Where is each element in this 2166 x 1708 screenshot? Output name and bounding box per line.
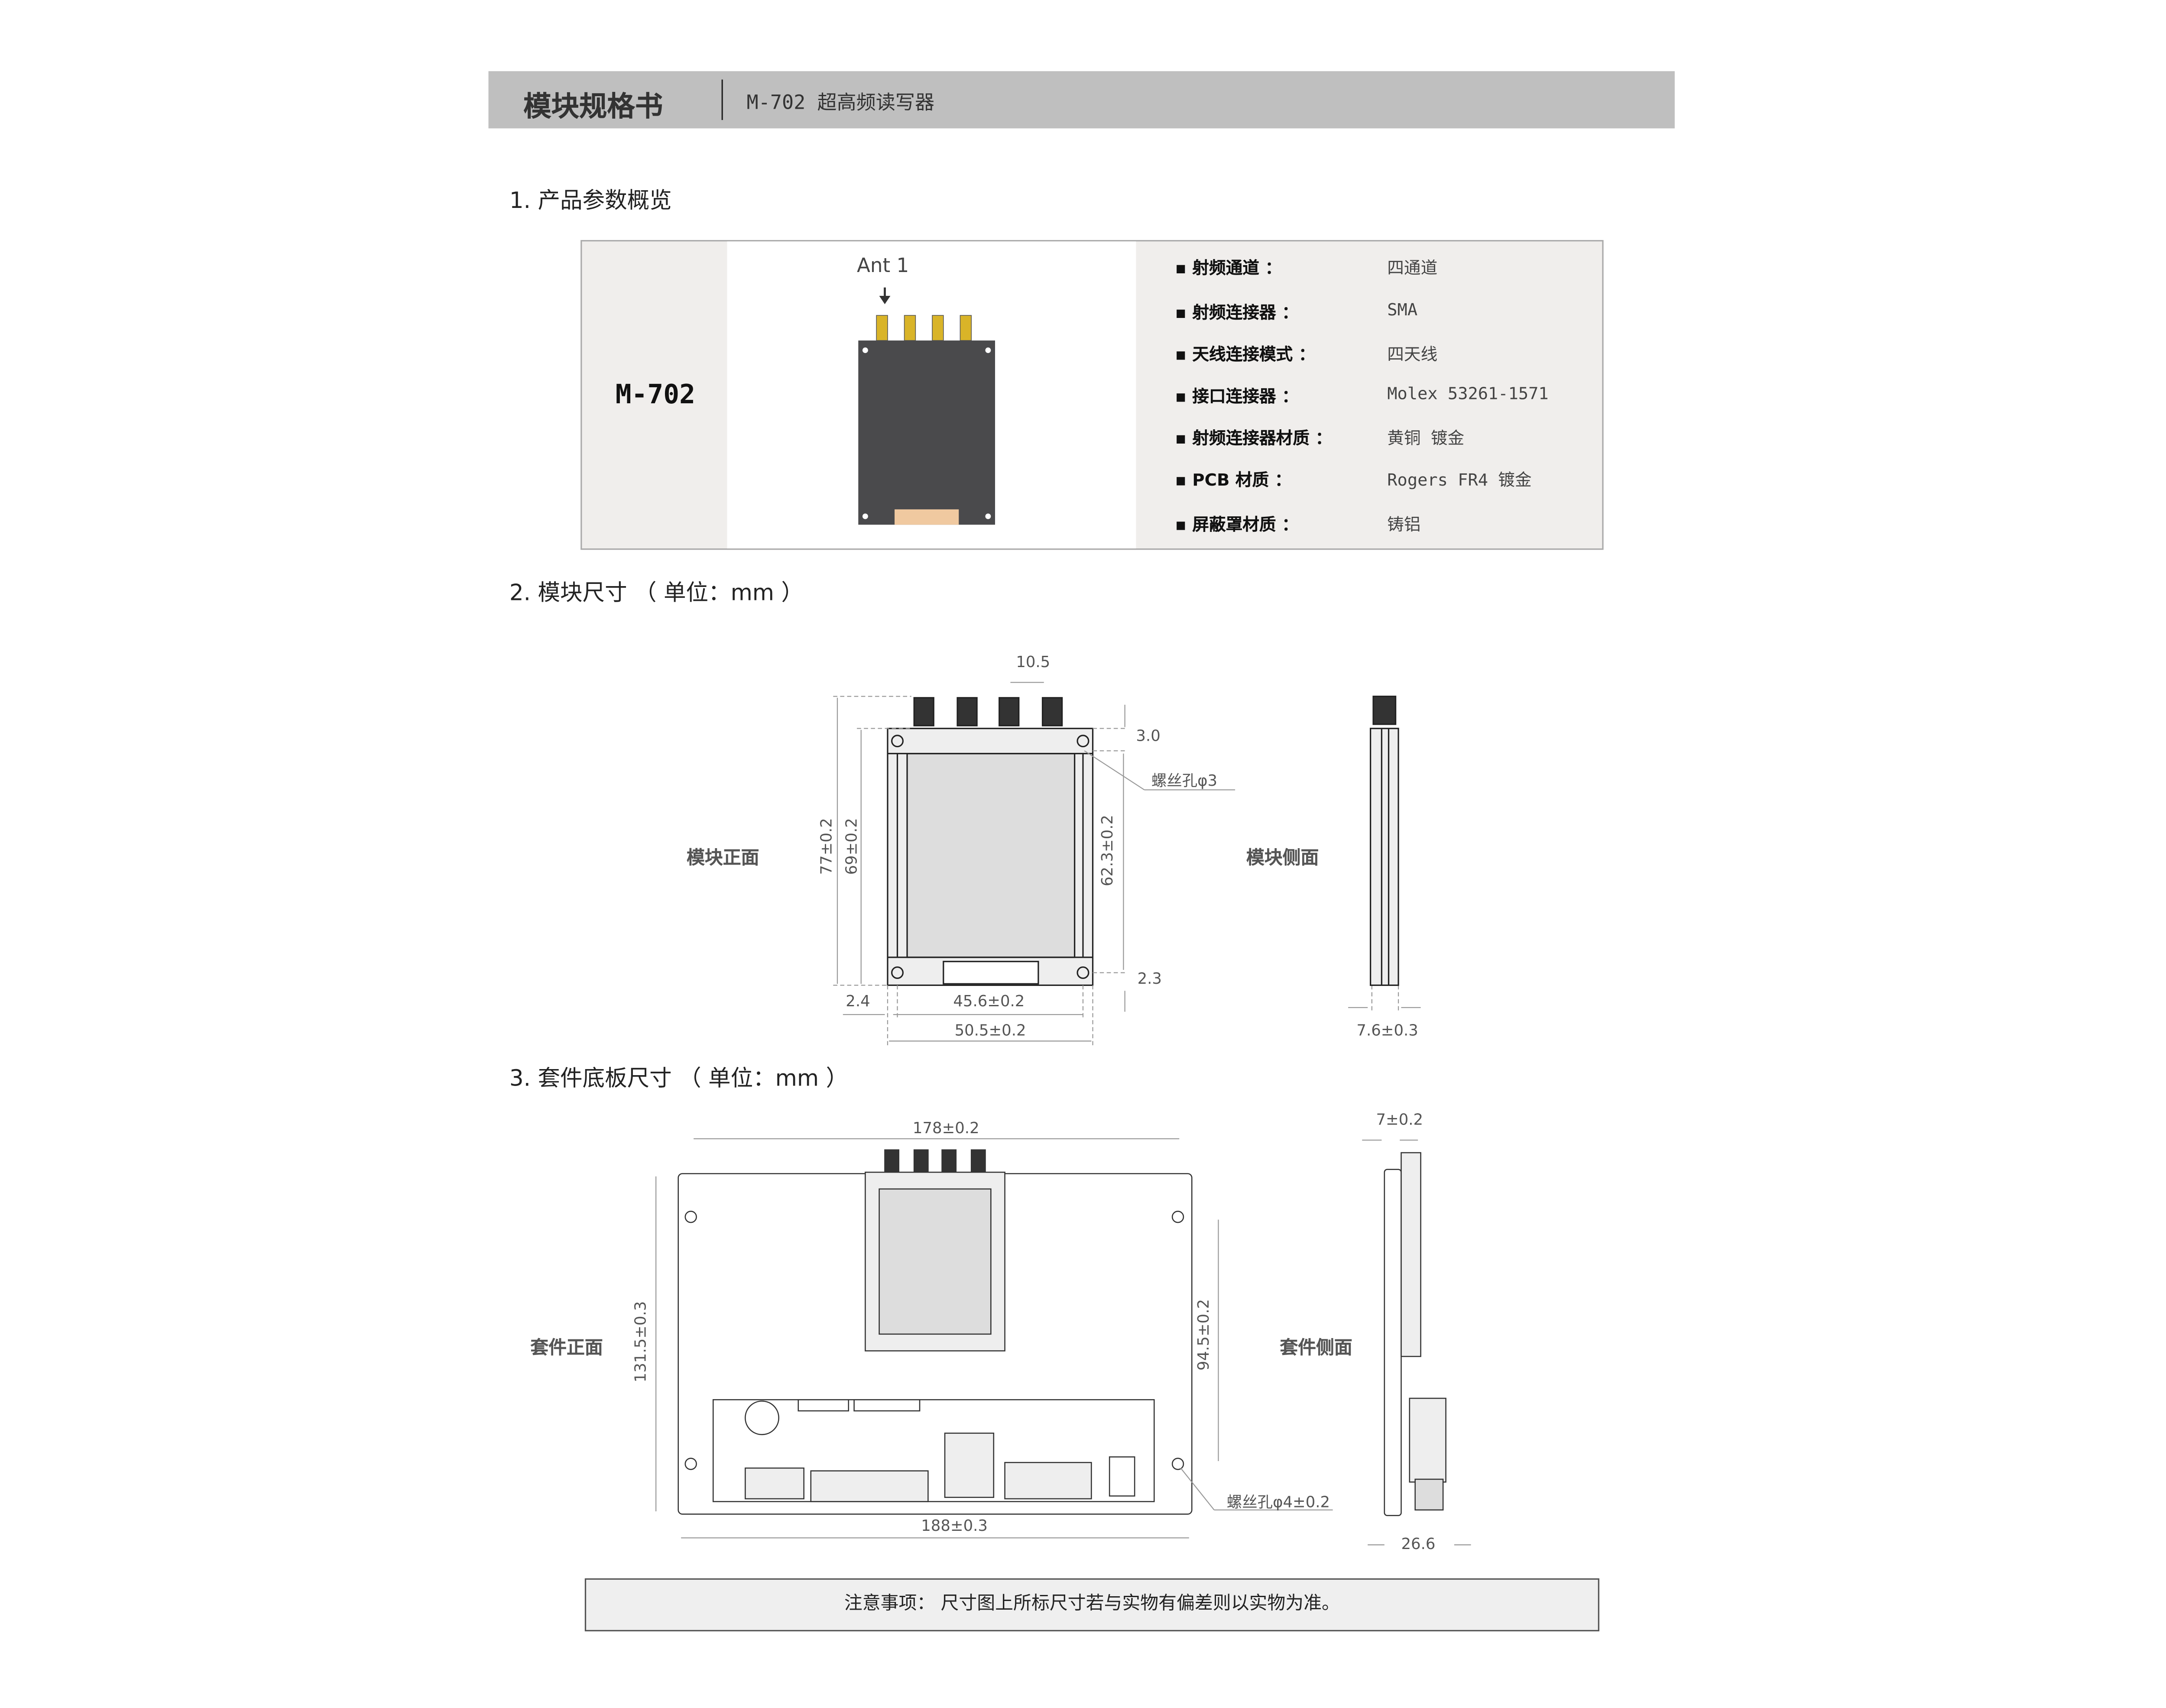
section2-title: 2. 模块尺寸 （ 单位：mm ） bbox=[509, 579, 804, 606]
dim-thick: 7.6±0.3 bbox=[1356, 1021, 1418, 1040]
spec-value: 四天线 bbox=[1387, 344, 1438, 364]
module-front-drawing bbox=[833, 682, 1421, 1047]
ant1-label: Ant 1 bbox=[857, 255, 909, 278]
kit-side-label: 套件侧面 bbox=[1280, 1338, 1352, 1359]
product-photo bbox=[858, 287, 995, 525]
note-box: 注意事项： 尺寸图上所标尺寸若与实物有偏差则以实物为准。 bbox=[584, 1578, 1599, 1632]
header-divider bbox=[721, 79, 723, 120]
spec-value: 四通道 bbox=[1387, 258, 1438, 278]
spec-label: ▪ 射频通道 ： bbox=[1175, 258, 1282, 278]
dim-h623: 62.3±0.2 bbox=[1098, 815, 1117, 887]
dim-h1315: 131.5±0.3 bbox=[632, 1301, 650, 1383]
dim-t7: 7±0.2 bbox=[1376, 1111, 1423, 1129]
spec-value: 黄铜 镀金 bbox=[1387, 428, 1465, 448]
dim-h69: 69±0.2 bbox=[843, 818, 861, 875]
spec-label: ▪ 射频连接器材质 ： bbox=[1175, 428, 1333, 448]
module-side-label: 模块侧面 bbox=[1246, 848, 1319, 870]
dim-bottom: 2.3 bbox=[1137, 970, 1162, 988]
dim-w188: 188±0.3 bbox=[921, 1517, 988, 1535]
spec-label: ▪ 天线连接模式 ： bbox=[1175, 344, 1316, 364]
dim-hole: 螺丝孔φ3 bbox=[1151, 771, 1218, 790]
dim-w505: 50.5±0.2 bbox=[954, 1021, 1026, 1040]
doc-title: 模块规格书 bbox=[523, 89, 663, 123]
dim-d266: 26.6 bbox=[1401, 1535, 1436, 1553]
spec-value: Molex 53261-1571 bbox=[1387, 383, 1549, 404]
spec-label: ▪ 射频连接器 ： bbox=[1175, 303, 1299, 323]
spec-value: Rogers FR4 镀金 bbox=[1387, 470, 1532, 490]
dim-left: 2.4 bbox=[846, 992, 870, 1011]
spec-label: ▪ 屏蔽罩材质 ： bbox=[1175, 515, 1299, 535]
module-front-label: 模块正面 bbox=[687, 848, 759, 870]
section1-title: 1. 产品参数概览 bbox=[509, 187, 672, 214]
doc-subtitle: M-702 超高频读写器 bbox=[746, 92, 935, 115]
dim-kit-hole: 螺丝孔φ4±0.2 bbox=[1226, 1493, 1330, 1511]
dim-pitch: 10.5 bbox=[1016, 653, 1051, 671]
kit-front-label: 套件正面 bbox=[530, 1338, 603, 1359]
dim-h945: 94.5±0.2 bbox=[1195, 1299, 1213, 1371]
section3-title: 3. 套件底板尺寸 （ 单位：mm ） bbox=[509, 1065, 849, 1092]
spec-label: ▪ 接口连接器 ： bbox=[1175, 386, 1299, 406]
dim-h77: 77±0.2 bbox=[817, 818, 836, 875]
model-name: M-702 bbox=[615, 379, 696, 411]
kit-front-drawing bbox=[655, 1138, 1471, 1546]
header-bar bbox=[488, 71, 1675, 129]
spec-value: 铸铝 bbox=[1387, 515, 1421, 535]
dim-w456: 45.6±0.2 bbox=[953, 992, 1025, 1011]
spec-value: SMA bbox=[1387, 300, 1418, 320]
spec-label: ▪ PCB 材质 ： bbox=[1175, 470, 1292, 490]
dim-top: 3.0 bbox=[1136, 727, 1161, 745]
dim-w178: 178±0.2 bbox=[912, 1119, 979, 1138]
